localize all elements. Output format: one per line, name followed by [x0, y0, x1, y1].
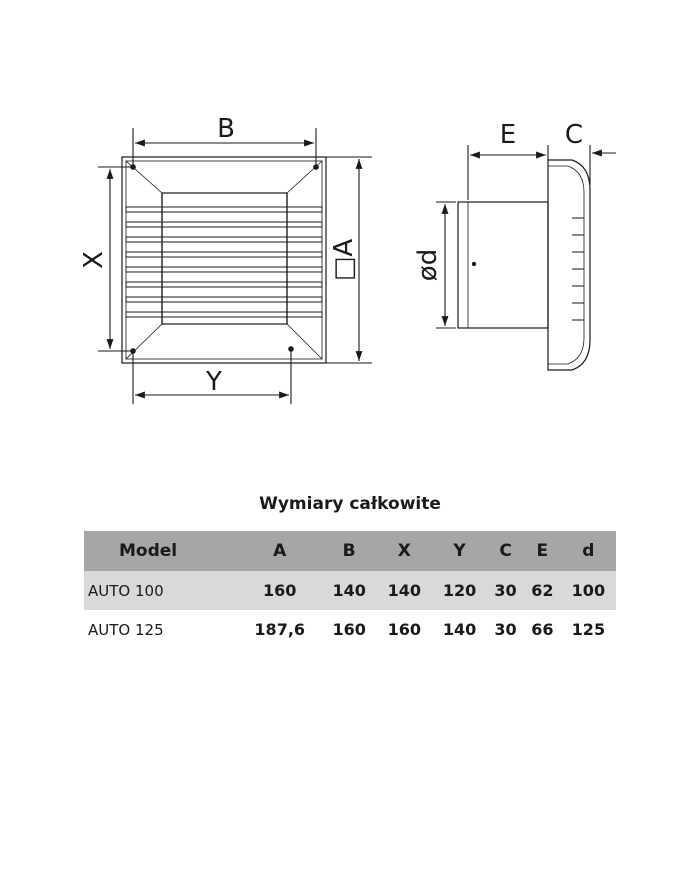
cell-d: 125 — [571, 620, 606, 639]
cell-model: AUTO 125 — [88, 620, 164, 639]
cell-x: 160 — [387, 620, 422, 639]
dimension-e-label: E — [500, 120, 516, 150]
side-dimensions — [436, 145, 616, 329]
cell-a: 187,6 — [254, 620, 306, 639]
cover-profile — [547, 159, 591, 371]
dimension-drawing: B X □A Y E C ød — [79, 114, 616, 404]
grille-panel — [161, 192, 288, 325]
header-model: Model — [84, 531, 238, 571]
cell-y: 140 — [442, 620, 477, 639]
dimension-a-label: □A — [329, 239, 359, 282]
header-y: Y — [431, 531, 488, 571]
louvre-slats — [125, 206, 323, 318]
cell-d: 100 — [560, 571, 616, 610]
cell-b: 140 — [321, 571, 377, 610]
header-b: B — [321, 531, 377, 571]
cell-x: 140 — [376, 571, 432, 610]
cell-e: 62 — [523, 571, 561, 610]
screw-hole — [130, 164, 136, 170]
dimensions-table: Model A B X Y C E d AUTO 100 160 140 140… — [84, 531, 616, 649]
dimension-c-label: C — [565, 120, 583, 150]
screw-hole — [313, 164, 319, 170]
header-a: A — [237, 531, 322, 571]
front-plate-inner — [125, 160, 323, 360]
dimension-x-label: X — [79, 251, 109, 269]
cell-c: 30 — [494, 620, 517, 639]
table-row: AUTO 125 187,6 160 160 140 30 66 125 — [84, 610, 616, 649]
side-view — [457, 159, 591, 371]
header-e: E — [523, 531, 561, 571]
dimension-b-label: B — [217, 114, 235, 144]
header-c: C — [487, 531, 524, 571]
dimension-y-label: Y — [205, 367, 222, 397]
front-view — [121, 156, 327, 364]
screw-hole — [130, 348, 136, 354]
side-louvre-ticks — [572, 217, 584, 321]
cell-e: 66 — [531, 620, 554, 639]
header-x: X — [376, 531, 432, 571]
cell-b: 160 — [332, 620, 366, 639]
cell-c: 30 — [487, 571, 524, 610]
cell-model: AUTO 100 — [84, 571, 238, 610]
table-header-row: Model A B X Y C E d — [84, 531, 616, 571]
duct-spigot — [457, 201, 549, 329]
screw-hole — [288, 346, 294, 352]
dimension-d-label: ød — [413, 249, 443, 281]
front-dimensions — [98, 128, 372, 404]
cell-a: 160 — [237, 571, 322, 610]
table-title: Wymiary całkowite — [259, 494, 441, 514]
cell-y: 120 — [431, 571, 488, 610]
header-d: d — [560, 531, 616, 571]
table-row: AUTO 100 160 140 140 120 30 62 100 — [84, 571, 616, 610]
